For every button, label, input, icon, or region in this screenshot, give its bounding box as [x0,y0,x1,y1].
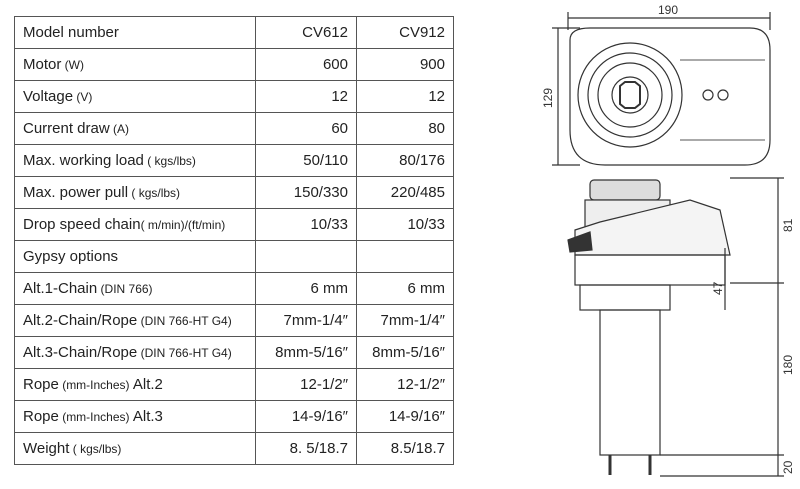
spec-label: Rope (mm-Inches) Alt.3 [14,400,256,433]
cv612-value: 14-9/16″ [255,400,357,433]
label-text: Voltage [23,88,74,105]
spec-label: Max. power pull ( kgs/lbs) [14,176,256,209]
cv912-value: CV912 [356,16,454,49]
cv612-value: 60 [255,112,357,145]
spec-label: Gypsy options [14,240,256,273]
alt-text: Alt.3 [132,408,163,425]
dim-motor: 180 [781,355,795,375]
spec-label: Voltage (V) [14,80,256,113]
cv612-value: 600 [255,48,357,81]
cv612-value: 50/110 [255,144,357,177]
cv612-value: 12-1/2″ [255,368,357,401]
side-view: 81 47 180 20 [567,177,795,477]
spec-label: Alt.2-Chain/Rope (DIN 766-HT G4) [14,304,256,337]
label-text: Alt.1-Chain [23,280,98,297]
label-text: Gypsy options [23,248,119,265]
dim-height-top: 129 [541,88,555,108]
cv912-value: 220/485 [356,176,454,209]
label-text: Max. working load [23,152,144,169]
unit-text: (W) [61,58,84,72]
spec-row: Gypsy options [14,240,454,273]
dim-studs: 20 [781,460,795,474]
unit-text: ( kgs/lbs) [128,186,181,200]
cv912-value: 8.5/18.7 [356,432,454,465]
unit-text: (DIN 766-HT G4) [137,314,232,328]
label-text: Alt.2-Chain/Rope [23,312,138,329]
unit-text: ( kgs/lbs) [69,442,122,456]
label-text: Drop speed chain [23,216,141,233]
cv612-value: 10/33 [255,208,357,241]
unit-text: (DIN 766-HT G4) [137,346,232,360]
cv912-value [356,240,454,273]
cv912-value: 12 [356,80,454,113]
cv912-value: 80/176 [356,144,454,177]
label-text: Motor [23,56,62,73]
label-text: Alt.3-Chain/Rope [23,344,138,361]
unit-text: ( m/min)/(ft/min) [140,218,226,232]
cv912-value: 900 [356,48,454,81]
label-text: Weight [23,440,70,457]
dim-upper: 81 [781,218,795,232]
cv612-value [255,240,357,273]
cv912-value: 7mm-1/4″ [356,304,454,337]
unit-text: (A) [109,122,130,136]
spec-row: Alt.3-Chain/Rope (DIN 766-HT G4)8mm-5/16… [14,336,454,369]
spec-label: Current draw (A) [14,112,256,145]
windlass-technical-drawing: 190 129 81 47 180 20 [541,3,795,477]
cv912-value: 12-1/2″ [356,368,454,401]
label-text: Current draw [23,120,110,137]
spec-label: Max. working load ( kgs/lbs) [14,144,256,177]
alt-text: Alt.2 [132,376,163,393]
label-text: Max. power pull [23,184,129,201]
label-text: Rope [23,376,59,393]
cv912-value: 6 mm [356,272,454,305]
unit-text: (mm-Inches) [58,378,133,392]
cv612-value: 12 [255,80,357,113]
cv612-value: 8. 5/18.7 [255,432,357,465]
unit-text: (DIN 766) [97,282,153,296]
cv612-value: 7mm-1/4″ [255,304,357,337]
top-view: 190 129 [541,3,771,166]
cv912-value: 10/33 [356,208,454,241]
spec-label: Drop speed chain( m/min)/(ft/min) [14,208,256,241]
spec-label: Motor (W) [14,48,256,81]
spec-label: Model number [14,16,256,49]
label-text: Model number [23,24,119,41]
label-text: Rope [23,408,59,425]
cv912-value: 8mm-5/16″ [356,336,454,369]
dim-gypsy: 47 [711,281,725,295]
cv912-value: 14-9/16″ [356,400,454,433]
spec-label: Alt.1-Chain (DIN 766) [14,272,256,305]
unit-text: (mm-Inches) [58,410,133,424]
unit-text: (V) [73,90,93,104]
cv612-value: 6 mm [255,272,357,305]
cv912-value: 80 [356,112,454,145]
cv612-value: 150/330 [255,176,357,209]
spec-label: Weight ( kgs/lbs) [14,432,256,465]
unit-text: ( kgs/lbs) [143,154,196,168]
dim-width: 190 [658,3,678,17]
spec-row: Alt.2-Chain/Rope (DIN 766-HT G4)7mm-1/4″… [14,304,454,337]
cv612-value: 8mm-5/16″ [255,336,357,369]
spec-label: Alt.3-Chain/Rope (DIN 766-HT G4) [14,336,256,369]
cv612-value: CV612 [255,16,357,49]
spec-label: Rope (mm-Inches) Alt.2 [14,368,256,401]
